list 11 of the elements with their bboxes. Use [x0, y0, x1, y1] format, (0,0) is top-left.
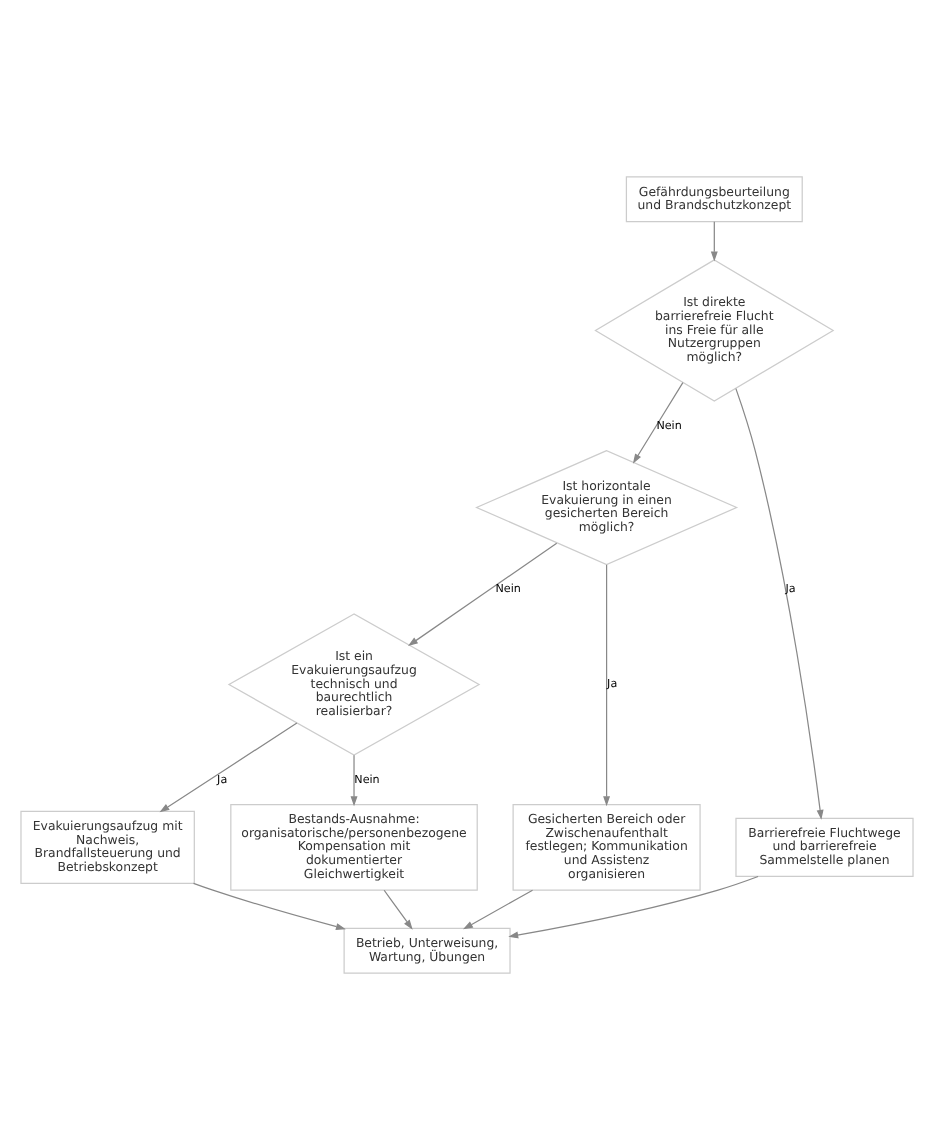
arrow [350, 753, 358, 806]
arrow [463, 888, 534, 929]
arrow [408, 541, 558, 646]
arrow [192, 881, 346, 929]
arrow [159, 721, 298, 812]
arrow [383, 888, 413, 929]
arrow [603, 563, 611, 806]
arrow [735, 386, 824, 819]
arrow [632, 381, 684, 463]
arrow [710, 220, 718, 261]
arrow [508, 874, 759, 938]
